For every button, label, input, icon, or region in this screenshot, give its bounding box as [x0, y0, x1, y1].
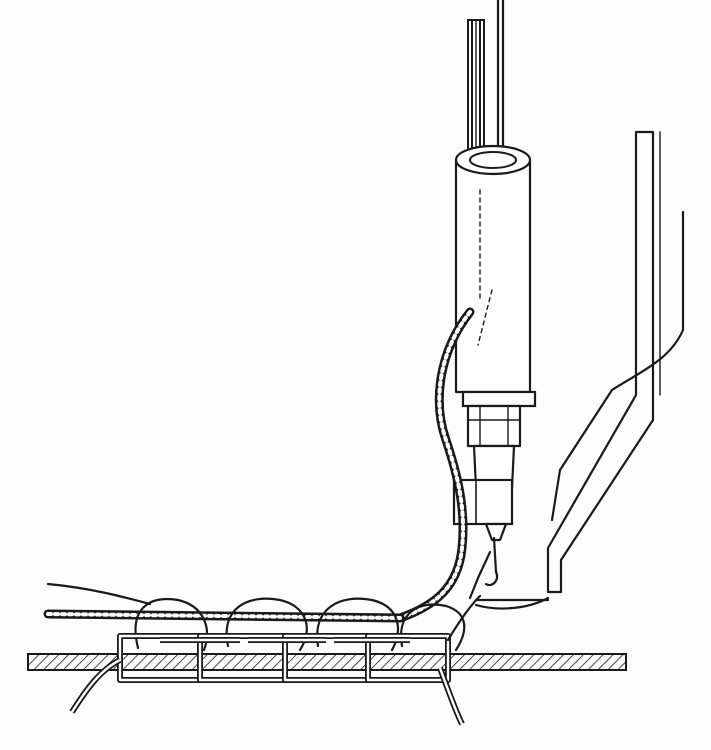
guide-cylinder	[452, 144, 537, 542]
needle-bar	[467, 0, 505, 171]
thread-tails	[69, 594, 482, 726]
machine-frame	[474, 130, 685, 610]
couching-loops	[134, 597, 466, 652]
needle-hook	[468, 536, 499, 600]
fabric-base	[27, 653, 627, 671]
laid-cord	[43, 582, 405, 623]
chain-stitches	[117, 633, 451, 683]
feed-cord	[395, 307, 475, 623]
